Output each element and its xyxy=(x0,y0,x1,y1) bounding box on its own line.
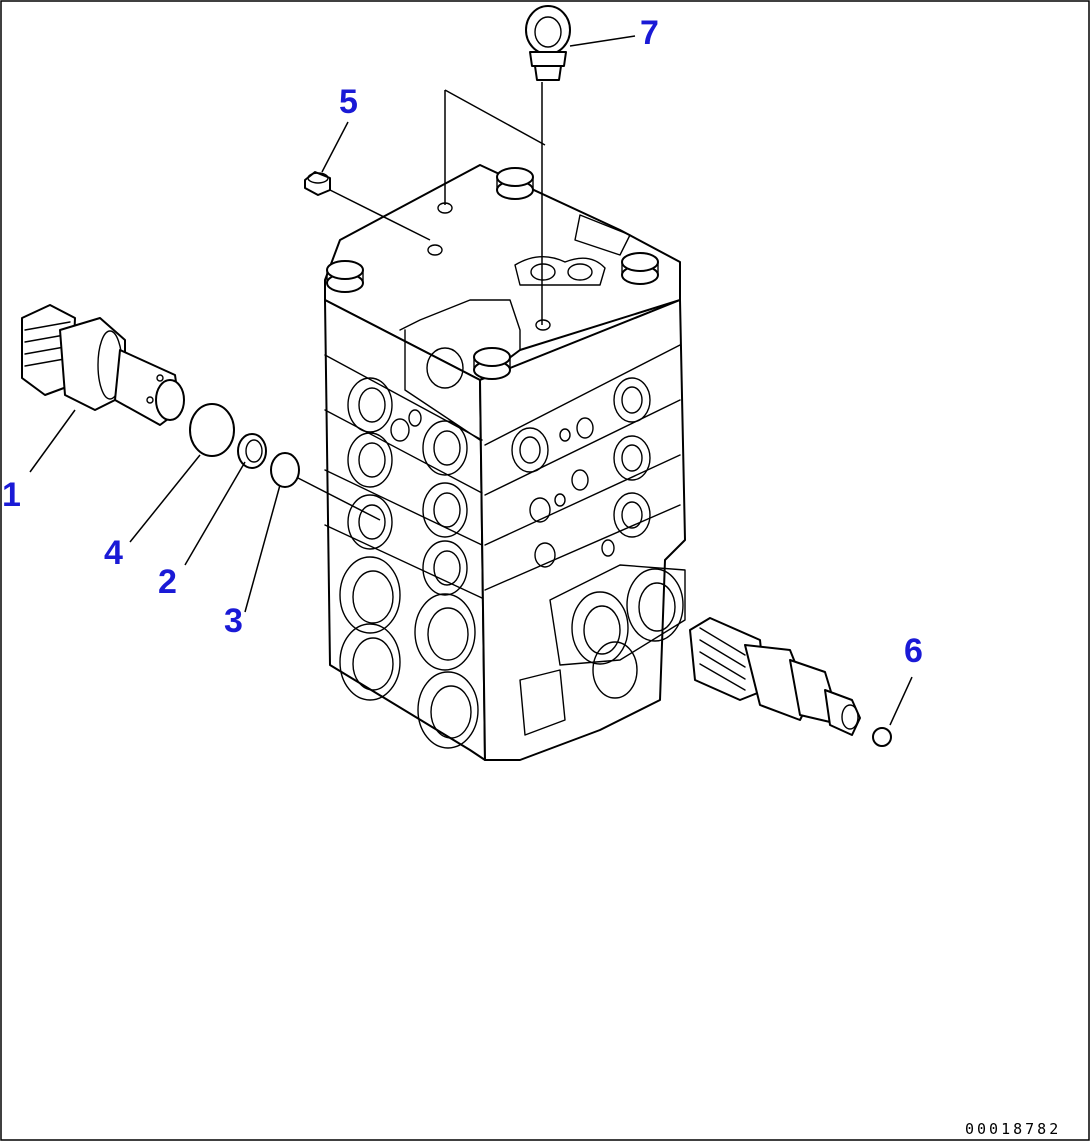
callout-5: 5 xyxy=(339,83,358,121)
right-ports xyxy=(511,377,686,736)
leader-line-5 xyxy=(321,121,349,173)
leader-line-1 xyxy=(29,409,76,473)
top-port-hole xyxy=(530,263,556,281)
top-port-hole xyxy=(427,244,443,256)
top-port-hole xyxy=(535,319,551,331)
bolt-top-back xyxy=(496,167,534,200)
callout-6: 6 xyxy=(904,632,923,670)
assembly-axis-part-5 xyxy=(329,189,431,241)
o-ring-part-4 xyxy=(189,403,235,457)
leader-line-3 xyxy=(244,484,281,613)
leader-line-4 xyxy=(129,454,201,543)
front-ports xyxy=(339,347,479,749)
o-ring-part-3 xyxy=(270,452,300,488)
control-valve-block xyxy=(324,164,686,761)
drawing-code: 00018782 xyxy=(965,1120,1061,1138)
callout-1: 1 xyxy=(2,476,21,514)
bolt-top-left xyxy=(326,260,364,293)
top-port-hole xyxy=(567,263,593,281)
assembly-axis-left xyxy=(297,477,381,521)
callout-3: 3 xyxy=(224,602,243,640)
leader-line-6 xyxy=(889,676,913,726)
eye-bolt-part-7 xyxy=(525,5,571,81)
o-ring-part-6 xyxy=(872,727,892,747)
callout-2: 2 xyxy=(158,563,177,601)
plug-part-5 xyxy=(304,171,331,196)
bolt-top-front xyxy=(473,347,511,380)
reference-bracket xyxy=(444,89,546,205)
backup-ring-part-2 xyxy=(237,433,267,469)
leader-line-7 xyxy=(569,35,636,47)
callout-7: 7 xyxy=(640,14,659,52)
leader-line-2 xyxy=(184,461,246,566)
relief-valve-cartridge-part-1 xyxy=(21,304,185,426)
bolt-top-right xyxy=(621,252,659,285)
cartridge-part-6 xyxy=(689,617,861,736)
callout-4: 4 xyxy=(104,534,123,572)
